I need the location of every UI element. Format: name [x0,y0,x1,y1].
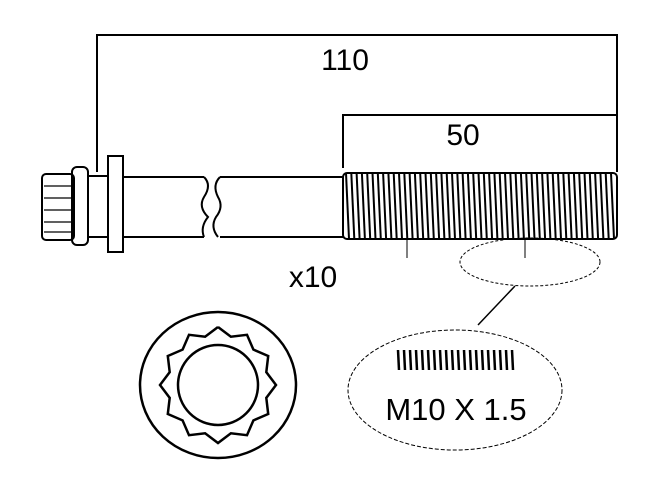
dimension-line-thread [342,114,617,168]
bolt-head [41,166,89,246]
thread-length-label: 50 [446,119,479,152]
bolt-shank [88,175,343,238]
quantity-label: x10 [289,261,337,294]
bolt-end-view [138,310,298,460]
thread-detail-callout [347,329,563,451]
bolt-flange [107,155,124,253]
thread-spec-label: M10 X 1.5 [385,392,526,427]
bolt-thread [342,172,618,240]
thread-detail-marker [459,237,601,287]
leader-line [477,285,516,326]
overall-length-label: 110 [321,44,369,77]
dimension-line-overall [96,34,618,172]
